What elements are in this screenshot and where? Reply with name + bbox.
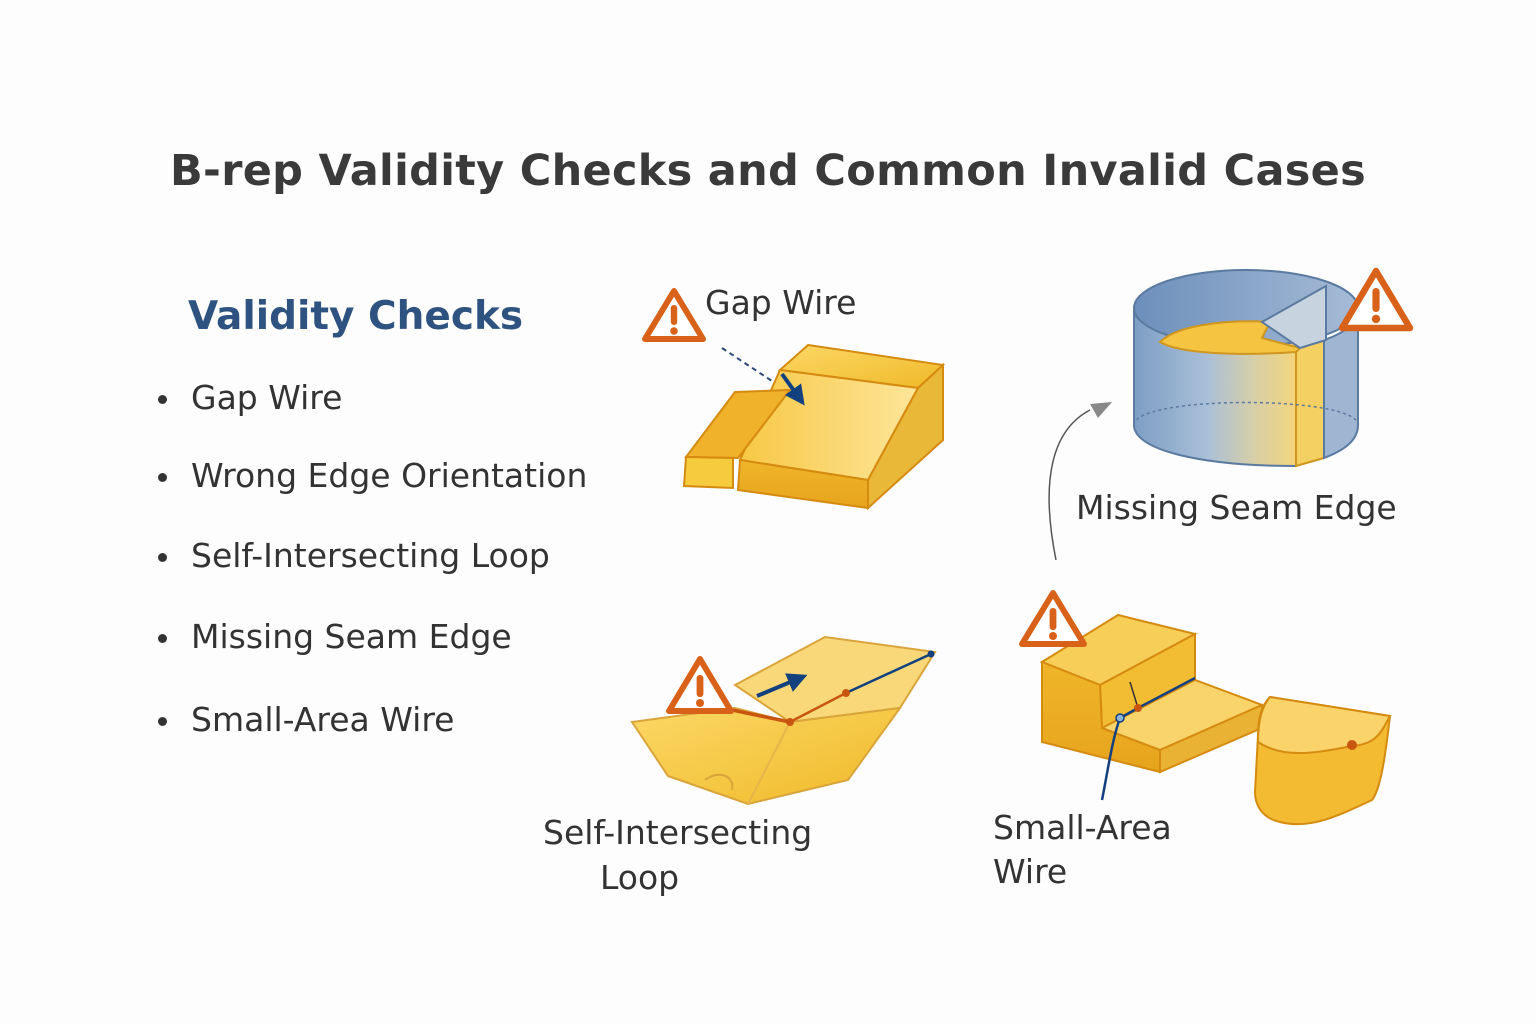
page-title: B-rep Validity Checks and Common Invalid… (169, 146, 1367, 196)
loop-edge-blue (845, 652, 932, 695)
self-intersecting-label-line2: Loop (600, 858, 680, 897)
bullet (158, 717, 167, 726)
gap-pointer-dashed-line (721, 347, 773, 382)
connector-curve (1048, 409, 1091, 561)
warning-icon (1338, 267, 1414, 332)
list-item-label: Self-Intersecting Loop (191, 536, 550, 575)
loop-vertex (842, 689, 850, 697)
rounded-block-vertex (1347, 740, 1357, 750)
loop-notch (704, 773, 734, 791)
warning-icon (1019, 590, 1087, 647)
wire-vertex (1115, 713, 1125, 723)
bullet (158, 553, 167, 562)
list-item-label: Missing Seam Edge (191, 617, 512, 656)
gap-wire-label: Gap Wire (705, 283, 857, 322)
connector-arrowhead (1090, 402, 1112, 418)
self-intersecting-solid (630, 635, 937, 806)
small-area-label-line1: Small-Area (993, 808, 1172, 847)
wire-vertex (1134, 704, 1142, 712)
loop-fold-line (747, 721, 791, 805)
gap-arrow (780, 372, 805, 406)
rounded-block-top (1256, 695, 1392, 755)
small-area-label-line2: Wire (993, 852, 1068, 891)
list-item-label: Wrong Edge Orientation (191, 456, 588, 495)
loop-bad-edge (731, 708, 791, 724)
validity-checks-heading: Validity Checks (188, 294, 524, 339)
list-item-label: Small-Area Wire (191, 700, 455, 739)
gap-wire-left-piece-top (684, 388, 793, 460)
small-area-solid (1039, 613, 1392, 826)
self-intersecting-label-line1: Self-Intersecting (543, 813, 813, 852)
loop-bad-edge-2 (789, 691, 847, 724)
warning-icon (666, 656, 734, 714)
missing-seam-cylinder (1048, 269, 1359, 561)
loop-vertex (786, 718, 794, 726)
cylinder-missing-wedge (1260, 284, 1327, 350)
small-area-tick (1129, 681, 1139, 709)
bullet (158, 395, 167, 404)
missing-seam-label: Missing Seam Edge (1076, 488, 1397, 527)
bullet (158, 473, 167, 482)
gap-wire-left-piece-front (682, 455, 734, 490)
gap-wire-solid (682, 343, 946, 511)
loop-back-face (733, 635, 937, 724)
warning-icon (642, 288, 706, 342)
gap-wire-front-face (736, 458, 869, 510)
loop-vertex (927, 650, 935, 658)
loop-main-face (630, 706, 903, 806)
list-item-label: Gap Wire (191, 378, 343, 417)
loop-direction-arrow (756, 673, 808, 698)
cylinder-cut-face (1295, 339, 1325, 468)
bullet (158, 634, 167, 643)
